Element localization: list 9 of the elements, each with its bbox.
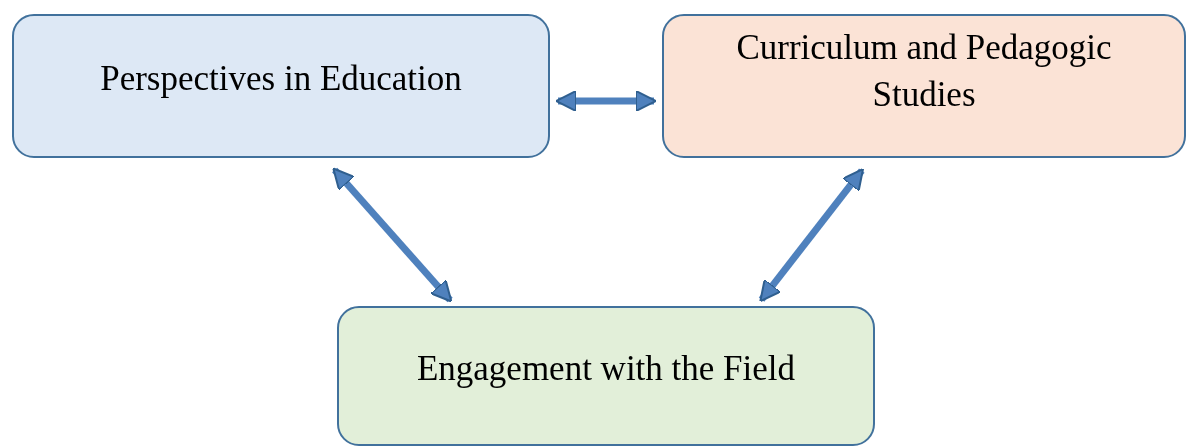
box-label: Curriculum and Pedagogic Studies <box>735 26 1113 116</box>
rounded-box <box>337 306 875 446</box>
double-arrow <box>555 90 657 112</box>
rounded-box <box>662 14 1186 158</box>
rounded-box <box>12 14 550 158</box>
box-label: Engagement with the Field <box>416 348 796 391</box>
box-label: Perspectives in Education <box>100 58 462 101</box>
double-arrow <box>332 167 453 303</box>
double-arrow <box>758 168 865 303</box>
